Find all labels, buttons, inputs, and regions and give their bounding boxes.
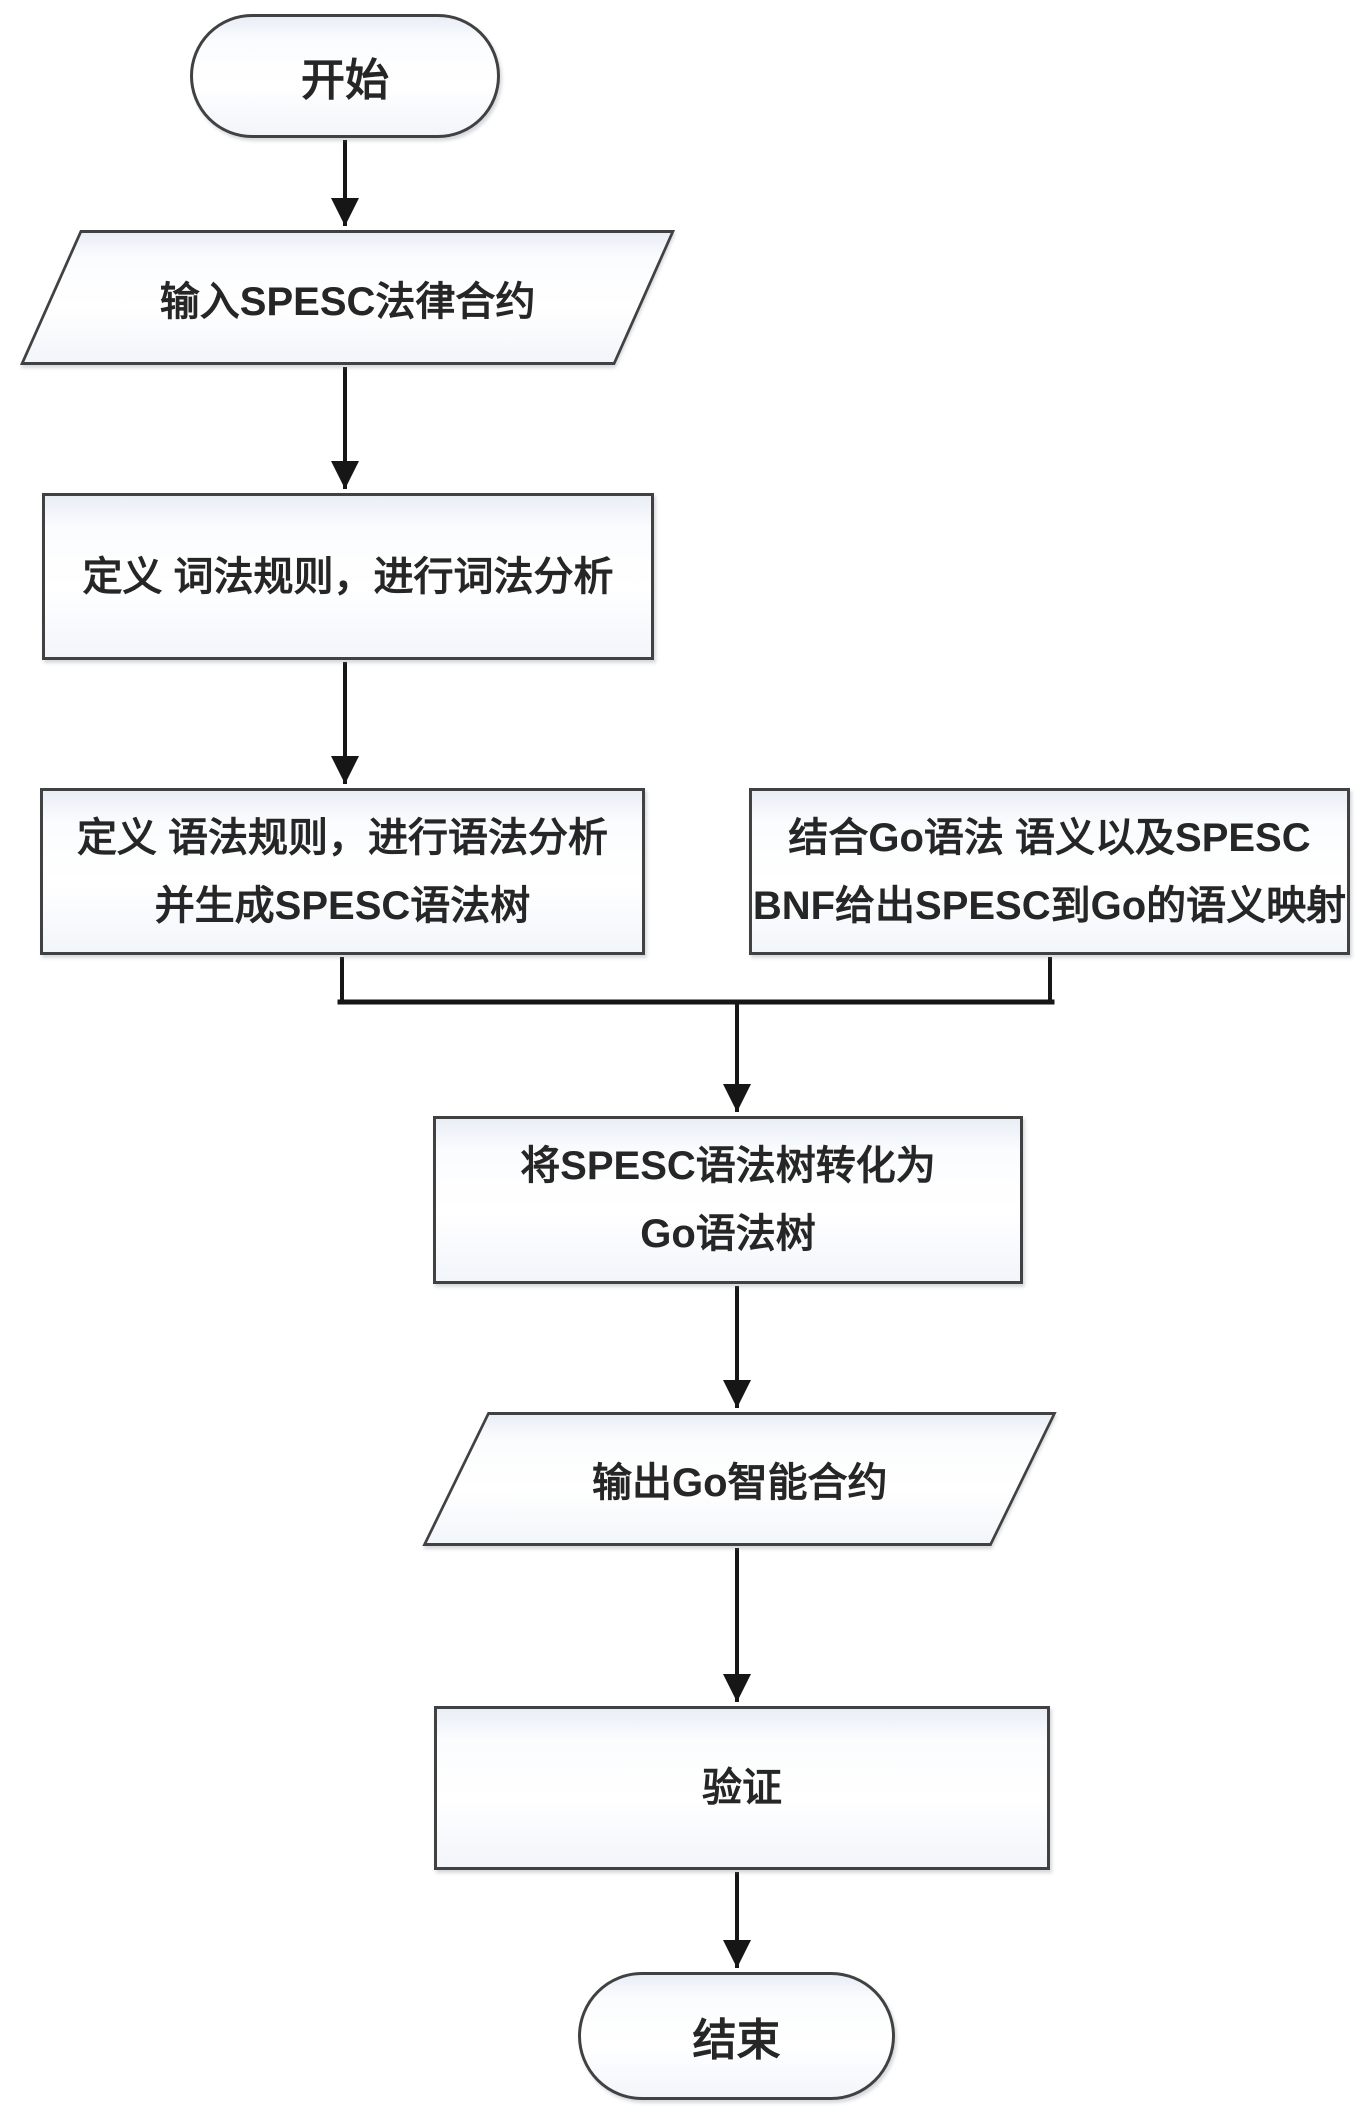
end-label: 结束: [692, 2016, 781, 2065]
input-node: 输入SPESC法律合约: [19, 230, 676, 365]
verify-label: 验证: [702, 1766, 782, 1810]
syntax-label-line1: 定义 语法规则，进行语法分析: [76, 815, 609, 860]
syntax-process-node: 定义 语法规则，进行语法分析 并生成SPESC语法树: [40, 788, 645, 955]
convert-label-line2: Go语法树: [640, 1212, 816, 1256]
verify-node: 验证: [434, 1706, 1050, 1870]
convert-node: 将SPESC语法树转化为 Go语法树: [433, 1116, 1023, 1284]
end-node: 结束: [578, 1972, 895, 2100]
output-label: 输出Go智能合约: [591, 1461, 888, 1505]
convert-label-line1: 将SPESC语法树转化为: [520, 1144, 936, 1188]
mapping-label-line1: 结合Go语法 语义以及SPESC: [788, 815, 1311, 860]
start-node: 开始: [190, 14, 500, 138]
syntax-label-line2: 并生成SPESC语法树: [154, 883, 531, 928]
output-node: 输出Go智能合约: [422, 1412, 1057, 1546]
semantic-mapping-node: 结合Go语法 语义以及SPESC BNF给出SPESC到Go的语义映射: [749, 788, 1350, 955]
lexical-label: 定义 词法规则，进行词法分析: [82, 554, 614, 599]
start-label: 开始: [301, 56, 389, 105]
mapping-label-line2: BNF给出SPESC到Go的语义映射: [752, 883, 1347, 928]
input-label: 输入SPESC法律合约: [159, 279, 536, 324]
lexical-process-node: 定义 词法规则，进行词法分析: [42, 493, 654, 660]
